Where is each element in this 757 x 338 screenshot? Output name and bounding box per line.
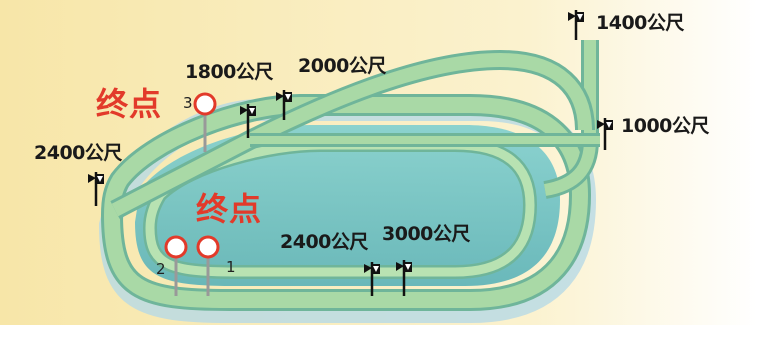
label-2400-left: 2400公尺 [34, 142, 122, 164]
label-2000: 2000公尺 [298, 55, 386, 77]
label-1400: 1400公尺 [596, 12, 684, 34]
flag-2000-icon [276, 90, 292, 120]
post-number-2: 2 [156, 260, 166, 278]
flag-1400-icon [568, 10, 584, 40]
finish-label-lower: 终点 [196, 190, 263, 228]
flag-2400-bottom-icon [364, 262, 380, 296]
finish-label-upper: 终点 [96, 85, 163, 123]
flag-3000-icon [396, 260, 412, 296]
flag-2400-left-icon [88, 172, 104, 206]
label-1800: 1800公尺 [185, 61, 273, 83]
infield [135, 125, 560, 286]
cross-track [111, 52, 592, 217]
post-number-1: 1 [226, 258, 236, 276]
flag-1800-icon [240, 104, 256, 138]
finish-post-3 [193, 92, 217, 152]
flag-1000-icon [597, 118, 613, 150]
finish-post-2 [164, 235, 188, 296]
finish-post-1 [196, 235, 220, 296]
post-number-3: 3 [183, 94, 193, 112]
label-2400-bottom: 2400公尺 [280, 231, 368, 253]
label-1000: 1000公尺 [621, 115, 709, 137]
label-3000: 3000公尺 [382, 223, 470, 245]
